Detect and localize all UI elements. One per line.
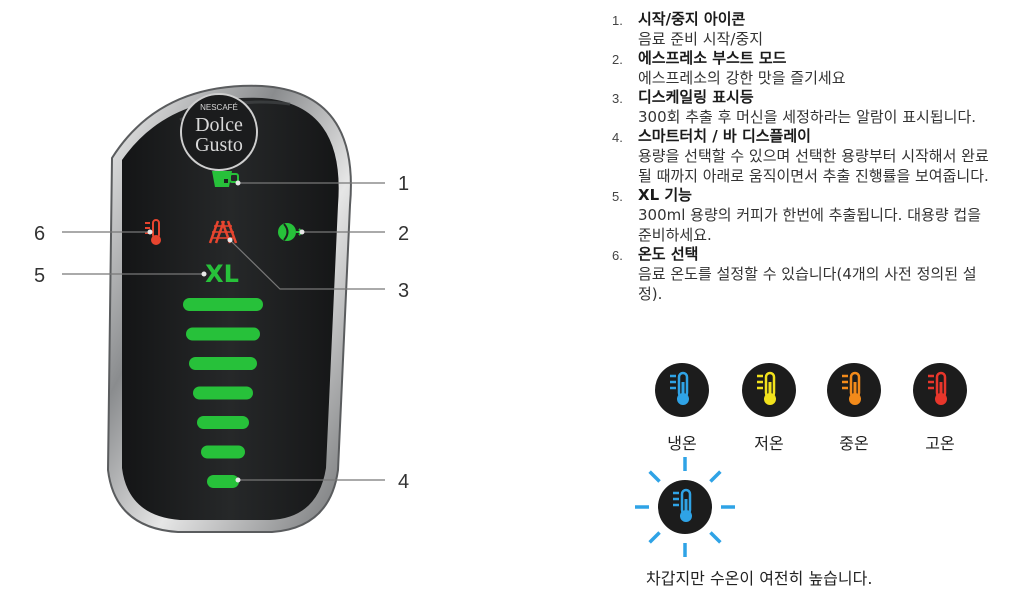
legend-title: 온도 선택 <box>638 245 699 263</box>
legend-item-espresso-boost: 2. 에스프레소 부스트 모드 에스프레소의 강한 맛을 즐기세요 <box>612 49 997 88</box>
blink-ray <box>648 531 661 544</box>
legend-item-xl: 5. XL 기능 300ml 용량의 커피가 한번에 추출됩니다. 대용량 컵을… <box>612 186 997 245</box>
temp-label: 고온 <box>925 434 955 453</box>
callout-3: 3 <box>398 280 409 302</box>
legend-description: 300ml 용량의 커피가 한번에 추출됩니다. 대용량 컵을 준비하세요. <box>638 206 981 244</box>
level-bar[interactable] <box>201 445 245 459</box>
callout-4: 4 <box>398 471 409 493</box>
temp-option-medium: 중온 <box>824 362 884 454</box>
temp-label: 냉온 <box>667 434 697 453</box>
legend-number: 3. <box>612 91 623 106</box>
thermometer-icon <box>742 363 796 417</box>
legend-title: 에스프레소 부스트 모드 <box>638 49 787 67</box>
cup-start-stop-icon[interactable] <box>212 171 239 187</box>
legend-number: 4. <box>612 130 623 145</box>
legend-item-descaling: 3. 디스케일링 표시등 300회 추출 후 머신을 세정하라는 알람이 표시됩… <box>612 88 997 127</box>
legend-title: 시작/중지 아이콘 <box>638 10 746 28</box>
svg-text:Dolce: Dolce <box>195 114 243 136</box>
level-bar[interactable] <box>197 416 249 429</box>
level-bar[interactable] <box>207 475 239 488</box>
svg-text:XL: XL <box>205 260 239 288</box>
callout-1: 1 <box>398 173 409 195</box>
svg-text:NESCAFÉ: NESCAFÉ <box>200 103 238 112</box>
blink-rays <box>635 457 735 557</box>
temp-option-high: 고온 <box>910 362 970 454</box>
legend-description: 에스프레소의 강한 맛을 즐기세요 <box>638 69 846 87</box>
temp-option-low: 저온 <box>739 362 799 454</box>
legend-title: XL 기능 <box>638 186 692 204</box>
legend-item-temperature: 6. 온도 선택 음료 온도를 설정할 수 있습니다(4개의 사전 정의된 설정… <box>612 245 997 304</box>
legend-title: 디스케일링 표시등 <box>638 88 754 106</box>
legend-description: 용량을 선택할 수 있으며 선택한 용량부터 시작해서 완료될 때까지 아래로 … <box>638 147 989 185</box>
thermometer-icon[interactable] <box>145 219 161 245</box>
level-bar-display[interactable] <box>183 298 263 488</box>
thermometer-icon <box>655 363 709 417</box>
legend-description: 음료 준비 시작/중지 <box>638 30 763 48</box>
thermometer-icon <box>827 363 881 417</box>
callout-leaders <box>62 182 385 481</box>
legend-number: 6. <box>612 248 623 263</box>
legend-description: 음료 온도를 설정할 수 있습니다(4개의 사전 정의된 설정). <box>638 265 977 303</box>
callout-5: 5 <box>34 265 45 287</box>
legend-number: 2. <box>612 52 623 67</box>
legend-description: 300회 추출 후 머신을 세정하라는 알람이 표시됩니다. <box>638 108 977 126</box>
thermometer-icon <box>913 363 967 417</box>
blink-ray <box>709 531 722 544</box>
legend-list: 1. 시작/중지 아이콘 음료 준비 시작/중지 2. 에스프레소 부스트 모드… <box>612 10 997 304</box>
callout-2: 2 <box>398 223 409 245</box>
callout-6: 6 <box>34 223 45 245</box>
temp-label: 저온 <box>754 434 784 453</box>
level-bar[interactable] <box>193 386 253 400</box>
dolce-gusto-logo: NESCAFÉ Dolce Gusto <box>180 93 258 171</box>
level-bar[interactable] <box>186 327 260 341</box>
legend-number: 5. <box>612 189 623 204</box>
legend-item-start-stop: 1. 시작/중지 아이콘 음료 준비 시작/중지 <box>612 10 997 49</box>
callout-dots <box>147 180 305 483</box>
temp-option-cold: 냉온 <box>652 362 712 454</box>
descaling-icon <box>208 220 238 244</box>
legend-title: 스마트터치 / 바 디스플레이 <box>638 127 811 145</box>
level-bar[interactable] <box>183 298 263 311</box>
blinking-thermometer-icon <box>635 457 735 557</box>
level-bar[interactable] <box>189 357 257 370</box>
svg-text:Gusto: Gusto <box>195 134 243 156</box>
temp-label: 중온 <box>839 434 869 453</box>
temperature-options: 냉온 저온 중온 고온 <box>650 362 980 454</box>
blink-ray <box>648 470 661 483</box>
legend-number: 1. <box>612 13 623 28</box>
xl-icon[interactable]: XL <box>205 260 239 288</box>
blink-ray <box>709 470 722 483</box>
caution-text: 차갑지만 수온이 여전히 높습니다. <box>646 569 873 588</box>
legend-item-smart-touch: 4. 스마트터치 / 바 디스플레이 용량을 선택할 수 있으며 선택한 용량부… <box>612 127 997 186</box>
